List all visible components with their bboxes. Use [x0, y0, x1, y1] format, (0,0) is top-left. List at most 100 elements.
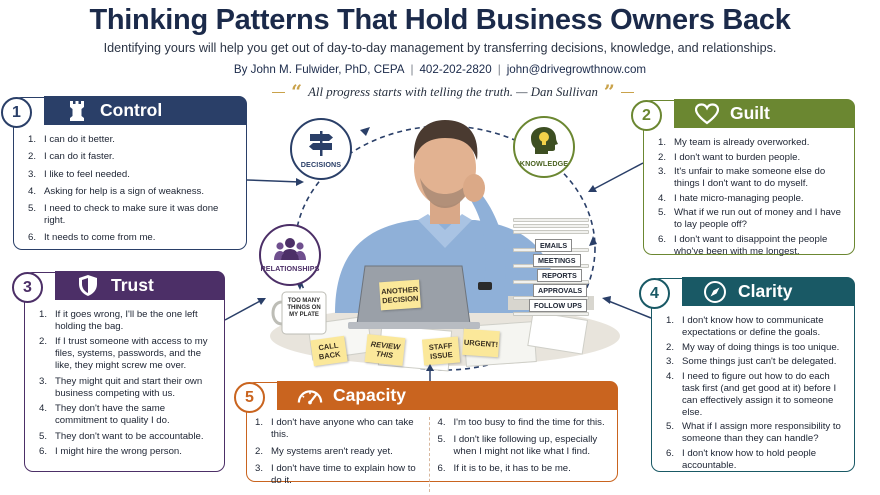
arrow-head-icon: [589, 236, 597, 246]
list-item: I can do it faster.: [28, 151, 115, 163]
card-clarity: Clarity 4 I don't know how to communicat…: [639, 277, 855, 475]
paper-layer: [513, 218, 589, 222]
card-list-left: I don't have anyone who can take this. M…: [255, 417, 429, 492]
separator: |: [410, 63, 414, 76]
bubble-label: KNOWLEDGE: [519, 159, 569, 168]
stack-tag-emails: EMAILS: [535, 239, 573, 252]
page-title: Thinking Patterns That Hold Business Own…: [89, 4, 791, 36]
bubble-knowledge: KNOWLEDGE: [513, 116, 575, 178]
author-phone: 402-202-2820: [419, 63, 492, 76]
list-item: I hate micro-managing people.: [658, 192, 804, 205]
card-title: Clarity: [738, 281, 793, 301]
list-item: It needs to come from me.: [28, 232, 156, 244]
list-item: I don't know how to communicate expectat…: [666, 315, 824, 338]
chess-rook-icon: [64, 98, 90, 124]
card-control: Control 1 I can do it better. I can do i…: [1, 96, 247, 250]
list-item: I like to feel needed.: [28, 168, 130, 181]
bubble-label: RELATIONSHIPS: [260, 264, 320, 273]
card-trust: Trust 3 If it goes wrong, I'll be the on…: [12, 271, 225, 472]
wristwatch-icon: [478, 282, 492, 290]
list-item: I might hire the wrong person.: [39, 445, 182, 458]
list-item: My team is already overworked.: [658, 137, 810, 149]
stack-tag-follow-ups: FOLLOW UPS: [529, 299, 587, 312]
author-email: john@drivegrowthnow.com: [506, 63, 647, 76]
card-header: Guilt: [674, 99, 855, 128]
card-title: Capacity: [333, 385, 406, 405]
separator: |: [497, 63, 501, 76]
author-name: By John M. Fulwider, PhD, CEPA: [233, 63, 405, 76]
close-quote-icon: ”: [603, 80, 615, 103]
arrow-head-icon: [360, 127, 370, 136]
list-item: If it goes wrong, I'll be the one left h…: [39, 309, 198, 332]
card-list-right: I'm too busy to find the time for this. …: [428, 417, 612, 492]
person-raised-arm: [468, 190, 506, 298]
list-item: I don't have anyone who can take this.: [255, 417, 414, 440]
quote-row: “ All progress starts with telling the t…: [272, 82, 634, 102]
laptop-sticky-note: ANOTHER DECISION: [379, 279, 421, 311]
quote-text: All progress starts with telling the tru…: [308, 84, 598, 99]
card-number-badge: 5: [234, 382, 265, 413]
list-item: They don't have the same commitment to q…: [39, 403, 170, 427]
coffee-mug: [281, 291, 327, 335]
list-item: I need to check to make sure it was done…: [28, 203, 219, 227]
speedometer-icon: [297, 383, 323, 409]
stack-tag-meetings: MEETINGS: [533, 254, 581, 267]
card-list: If it goes wrong, I'll be the one left h…: [39, 309, 216, 461]
page-subtitle: Identifying yours will help you get out …: [103, 41, 777, 55]
card-list: I can do it better. I can do it faster. …: [28, 134, 238, 250]
card-columns: I don't have anyone who can take this. M…: [255, 417, 611, 492]
paper-stack: EMAILS MEETINGS REPORTS APPROVALS FOLLOW…: [511, 218, 591, 318]
quote-divider-left: [272, 91, 286, 93]
list-item: I can do it better.: [28, 134, 115, 146]
card-title: Guilt: [730, 103, 770, 123]
list-item: My way of doing things is too unique.: [666, 341, 840, 354]
card-number-badge: 1: [1, 97, 32, 128]
card-number-badge: 4: [639, 278, 670, 309]
list-item: They don't want to be accountable.: [39, 430, 204, 443]
paper-sheet: [527, 311, 589, 355]
heart-outline-icon: [694, 101, 720, 127]
sticky-note-urgent: URGENT!: [462, 328, 500, 358]
bubble-label: DECISIONS: [300, 160, 342, 169]
list-item: I don't want to disappoint the people wh…: [658, 233, 828, 257]
signpost-icon: [309, 131, 333, 156]
list-item: If it is to be, it has to be me.: [438, 463, 571, 475]
person-head: [414, 130, 476, 206]
list-item: I don't like following up, especially wh…: [438, 434, 598, 457]
person-hair: [413, 120, 478, 160]
card-header: Clarity: [682, 277, 855, 306]
list-item: I'm too busy to find the time for this.: [438, 417, 605, 429]
paper-layer: [513, 230, 589, 234]
paper-layer: [513, 312, 589, 316]
list-item: I don't have time to explain how to do i…: [255, 463, 416, 486]
paper-layer: [513, 224, 589, 228]
sticky-note-review-this: REVIEW THIS: [364, 334, 406, 366]
sticky-note-call-back: CALL BACK: [310, 335, 348, 367]
card-list: My team is already overworked. I don't w…: [658, 137, 846, 261]
mug-label: TOO MANY THINGS ON MY PLATE: [287, 298, 321, 318]
mug-handle: [271, 300, 283, 326]
quote-divider-right: [620, 91, 634, 93]
list-item: I need to figure out how to do each task…: [666, 370, 837, 418]
list-item: What if I assign more responsibility to …: [666, 421, 841, 445]
list-item: My systems aren't ready yet.: [255, 446, 393, 458]
card-header: Capacity: [277, 381, 618, 410]
shield-icon: [75, 273, 101, 299]
list-item: I don't want to burden people.: [658, 151, 801, 164]
list-item: What if we run out of money and I have t…: [658, 207, 841, 231]
card-list: I don't know how to communicate expectat…: [666, 315, 846, 475]
card-number-badge: 2: [631, 100, 662, 131]
card-header: Control: [44, 96, 247, 125]
list-item: It's unfair to make someone else do thin…: [658, 166, 826, 190]
card-title: Control: [100, 100, 163, 120]
list-item: I don't know how to hold people accounta…: [666, 447, 817, 471]
card-header: Trust: [55, 271, 225, 300]
person-hand: [463, 174, 485, 202]
head-lightbulb-icon: [531, 127, 558, 154]
list-item: They might quit and start their own busi…: [39, 375, 203, 399]
list-item: Asking for help is a sign of weakness.: [28, 185, 204, 198]
bubble-decisions: DECISIONS: [290, 118, 352, 180]
list-item: If I trust someone with access to my fil…: [39, 336, 208, 372]
list-item: Some things just can't be delegated.: [666, 356, 837, 368]
stack-tag-reports: REPORTS: [537, 269, 582, 282]
